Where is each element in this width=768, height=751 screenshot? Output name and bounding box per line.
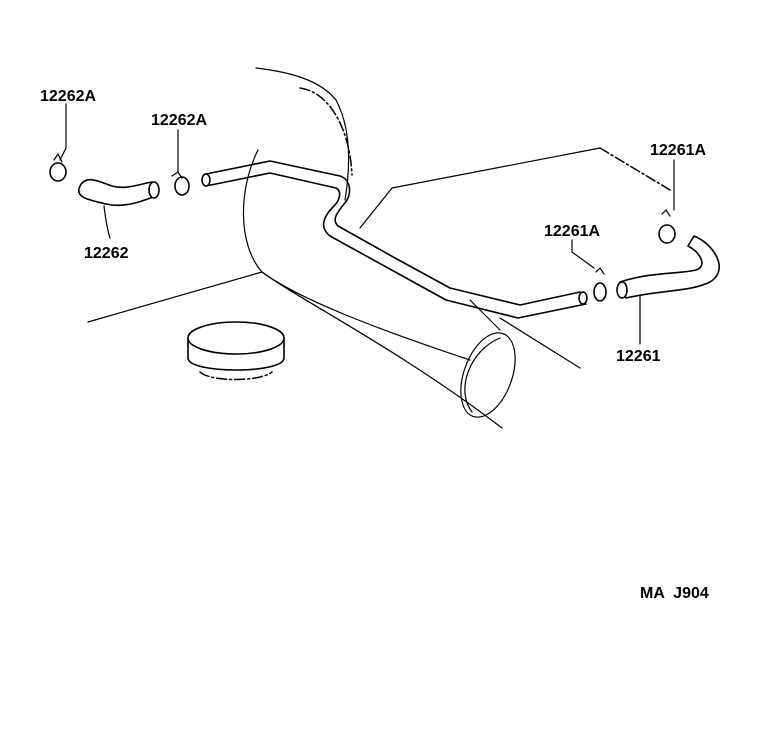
clamp-12261A-1 [658,209,676,244]
intake-pipe [242,67,516,418]
clamp-12262A-2 [171,171,190,196]
label-clamp-12262A-1: 12262A [40,88,96,105]
clamp-12261A-2 [593,267,607,302]
clamp-12262A-1 [49,153,67,182]
label-clamp-12261A-1: 12261A [650,142,706,159]
diagram-code: MA J904 [640,585,709,602]
breather-pipe [201,160,588,319]
label-hose-12262: 12262 [84,245,129,262]
leader-lines [59,103,675,345]
label-clamp-12261A-2: 12261A [544,223,600,240]
hose-12261 [616,235,720,299]
oil-filler-cap [187,321,285,381]
label-clamp-12262A-2: 12262A [151,112,207,129]
hose-12262 [77,178,160,207]
label-hose-12261: 12261 [616,348,661,365]
engine-head-cover [359,147,671,369]
